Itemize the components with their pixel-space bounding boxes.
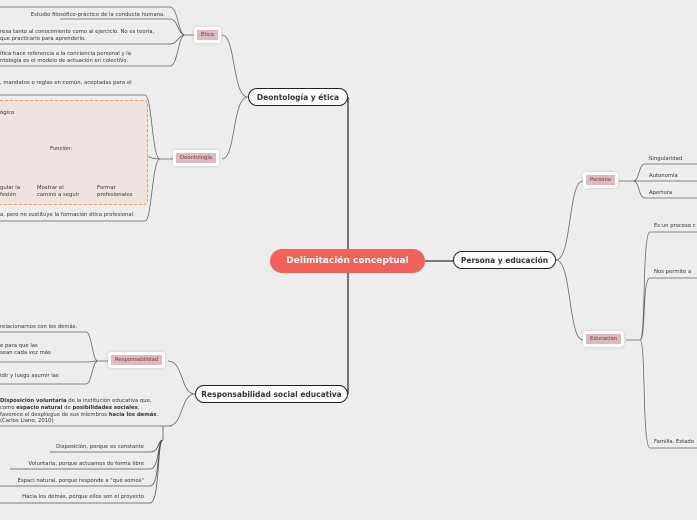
subtopic-label: Educación [586, 334, 622, 344]
persona-item[interactable]: Singularidad [649, 156, 683, 162]
topic-persona-educacion[interactable]: Persona y educación [453, 251, 556, 269]
educacion-item[interactable]: Familia, Estado [654, 439, 695, 445]
text: . [156, 411, 159, 418]
definicion-text[interactable]: Disposición voluntaria de la institución… [0, 398, 159, 425]
subtopic-label: Ética [197, 30, 219, 40]
bold-text: Disposición voluntaria [0, 398, 67, 404]
deontologia-item[interactable]: a, pero no sustituye la formación ética … [0, 212, 135, 218]
text: favorece el despliegue de sus miembros [0, 411, 109, 418]
definicion-list-item[interactable]: Hacia los demás, porque ellos son el pro… [22, 494, 144, 500]
responsabilidad-item[interactable]: e para que las sean cada vez más [0, 343, 51, 356]
subtopic-label: Persona [586, 175, 616, 185]
deontologia-item[interactable]: ógico [0, 110, 15, 116]
educacion-item[interactable]: Nos permite a [654, 269, 692, 275]
persona-item[interactable]: Apertura [649, 190, 673, 196]
deontologia-callout [0, 100, 148, 205]
citation: (Carlos Llano, 2010) [0, 418, 54, 425]
educacion-item[interactable]: Es un proceso c [654, 223, 696, 229]
text: como [0, 404, 17, 411]
definicion-list-item[interactable]: Espaci natural, porque responde a "qué s… [17, 478, 144, 484]
subtopic-etica[interactable]: Ética [194, 27, 222, 43]
etica-item[interactable]: ntología es el modelo de actuación en co… [0, 58, 129, 64]
funcion-item[interactable]: Mostrar el camino a seguir [37, 185, 80, 198]
responsabilidad-item[interactable]: idir y luego asumir las [0, 373, 59, 379]
funcion-label[interactable]: Función: [50, 146, 73, 152]
etica-item[interactable]: ítica hace referencia a la conciencia pe… [0, 51, 132, 57]
bold-text: posibilidades sociales [72, 404, 138, 411]
deontologia-item[interactable]: , mandatos o reglas en común, aceptadas … [0, 80, 132, 86]
etica-item[interactable]: resa tanto al conocimiento como al ejerc… [0, 29, 155, 35]
etica-item[interactable]: que practicarlo para aprenderlo. [0, 36, 86, 42]
subtopic-responsabilidad[interactable]: Responsabilidad [108, 352, 166, 368]
bold-text: hacia los demás [108, 411, 157, 418]
topic-deontologia-etica[interactable]: Deontología y ética [248, 88, 348, 106]
funcion-item[interactable]: gular la fesión [0, 185, 21, 198]
central-topic[interactable]: Delimitación conceptual [270, 249, 425, 273]
responsabilidad-item[interactable]: relacionarnos con los demás. [0, 324, 78, 330]
subtopic-deontologia[interactable]: Deontología [173, 150, 220, 166]
bold-text: espacio natural [16, 404, 63, 411]
subtopic-educacion[interactable]: Educación [583, 331, 625, 347]
topic-responsabilidad-social[interactable]: Responsabilidad social educativa [195, 385, 348, 403]
definicion-list-item[interactable]: Voluntaria, porque actuamos de forma lib… [28, 461, 144, 467]
subtopic-persona[interactable]: Persona [583, 172, 619, 188]
subtopic-label: Responsabilidad [111, 355, 163, 365]
etica-item[interactable]: Estudio filosófico-práctico de la conduc… [30, 12, 165, 18]
text: de [62, 404, 73, 411]
funcion-item[interactable]: Formar profesionales [97, 185, 133, 198]
definicion-list-item[interactable]: Disposición, porque es constante [56, 444, 144, 450]
persona-item[interactable]: Autonomía [649, 173, 678, 179]
text: de la institución educativa que, [66, 398, 152, 404]
subtopic-label: Deontología [176, 153, 217, 163]
